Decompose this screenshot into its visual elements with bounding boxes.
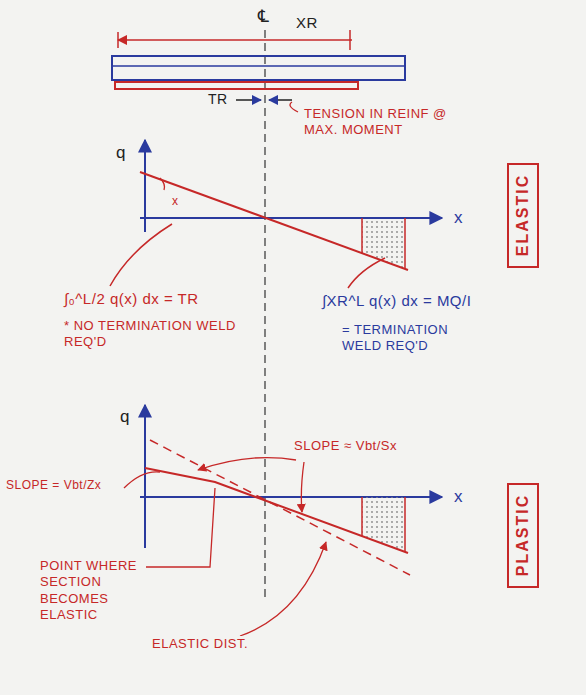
dimension-line (118, 39, 352, 41)
axis-label: x (452, 207, 465, 228)
dimension-label: XR (294, 14, 320, 33)
leader-arrow (198, 458, 296, 470)
q-axis (144, 405, 146, 548)
force-arrow (269, 99, 292, 101)
mode-label: PLASTIC (514, 494, 532, 576)
reinforcement-plate (115, 82, 358, 89)
leader-line (144, 488, 215, 567)
note-text: POINT WHERE SECTION BECOMES ELASTIC (38, 558, 146, 623)
region-bound (361, 218, 363, 253)
force-arrow (236, 99, 261, 101)
centerline (264, 30, 265, 600)
leader-brace (348, 258, 385, 288)
note-text: * NO TERMINATION WELD REQ'D (62, 318, 241, 351)
shear-flow-line (140, 172, 408, 270)
region-bound (361, 497, 363, 536)
mode-box: PLASTIC (507, 483, 539, 588)
note-text: ELASTIC DIST. (150, 636, 250, 652)
elastic-distribution (150, 440, 410, 575)
axis-label: x (170, 194, 181, 209)
mode-box: ELASTIC (507, 163, 539, 268)
axis-label: q (114, 142, 128, 163)
mode-label: ELASTIC (514, 174, 532, 256)
force-label: TR (206, 91, 230, 109)
slope-note: SLOPE = Vbt/Zx (4, 478, 103, 493)
plastic-shear-flow (145, 468, 408, 553)
region-bound (404, 218, 406, 269)
axis-label: x (452, 486, 465, 507)
slope-note: SLOPE ≈ Vbt/Sx (292, 438, 399, 454)
axis-label: q (118, 406, 132, 427)
leader-brace (110, 224, 172, 286)
leader-line (124, 472, 160, 488)
dimension-tick (117, 32, 119, 48)
beam (112, 56, 405, 80)
centerline-symbol: ℄ (256, 6, 271, 27)
note-text: = TERMINATION WELD REQ'D (340, 322, 484, 355)
equation: ∫₀^L/2 q(x) dx = TR (62, 290, 201, 309)
leader-arrow (240, 542, 326, 636)
equation: ∫XR^L q(x) dx = MQ/I (320, 292, 473, 311)
beam-line (112, 65, 405, 67)
note-text: TENSION IN REINF @ MAX. MOMENT (302, 106, 456, 139)
leader-line (290, 102, 298, 112)
angle-mark (160, 178, 165, 190)
region-bound (404, 497, 406, 552)
dimension-tick (349, 30, 351, 50)
leader-arrow (301, 462, 304, 512)
